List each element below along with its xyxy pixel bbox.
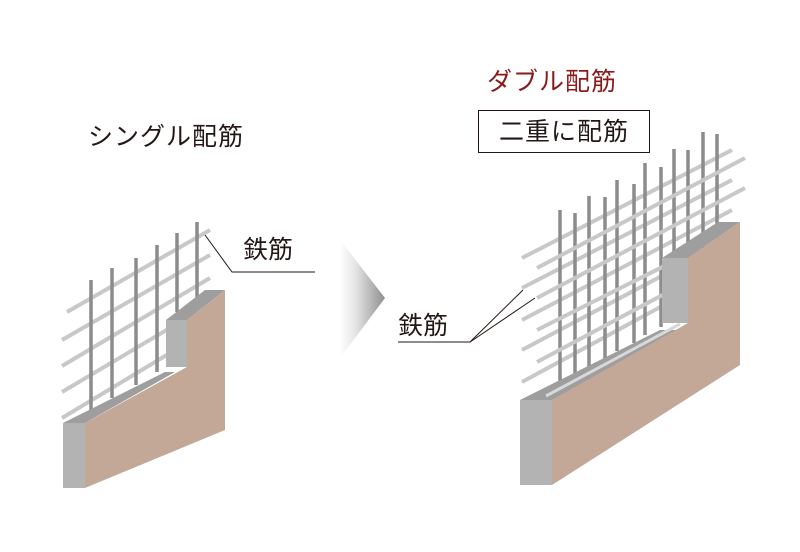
double-ledge-rebar [545,322,681,398]
double-wall-face [552,222,740,485]
double-wall-top-ledge [520,330,680,400]
double-wall-step-top [662,222,740,258]
double-rebar-subtitle-box: 二重に配筋 [478,110,650,153]
double-rebar-title: ダブル配筋 [487,67,618,96]
single-wall-step-top [166,290,225,320]
double-rebar-illustration [398,132,746,485]
single-rebar-leader-line [204,234,315,273]
single-rebar-label: 鉄筋 [243,235,294,264]
arrow-right-icon [340,240,385,358]
double-rebar-leader-line-2 [398,297,536,343]
double-rebar-label: 鉄筋 [398,311,449,340]
double-rebar-leader-line-1 [469,289,524,343]
single-wall-top-ledge [63,372,175,423]
single-wall-step-side [166,320,187,367]
single-rebar-illustration [60,222,315,488]
double-wall-step-side [662,258,688,323]
single-rebar-title: シングル配筋 [88,122,245,151]
double-horizontal-rebars-front [536,156,746,364]
double-wall-end-side [520,400,552,485]
single-wall-face [85,290,225,488]
single-vertical-rebars [89,222,199,410]
single-wall-end-side [63,423,85,488]
